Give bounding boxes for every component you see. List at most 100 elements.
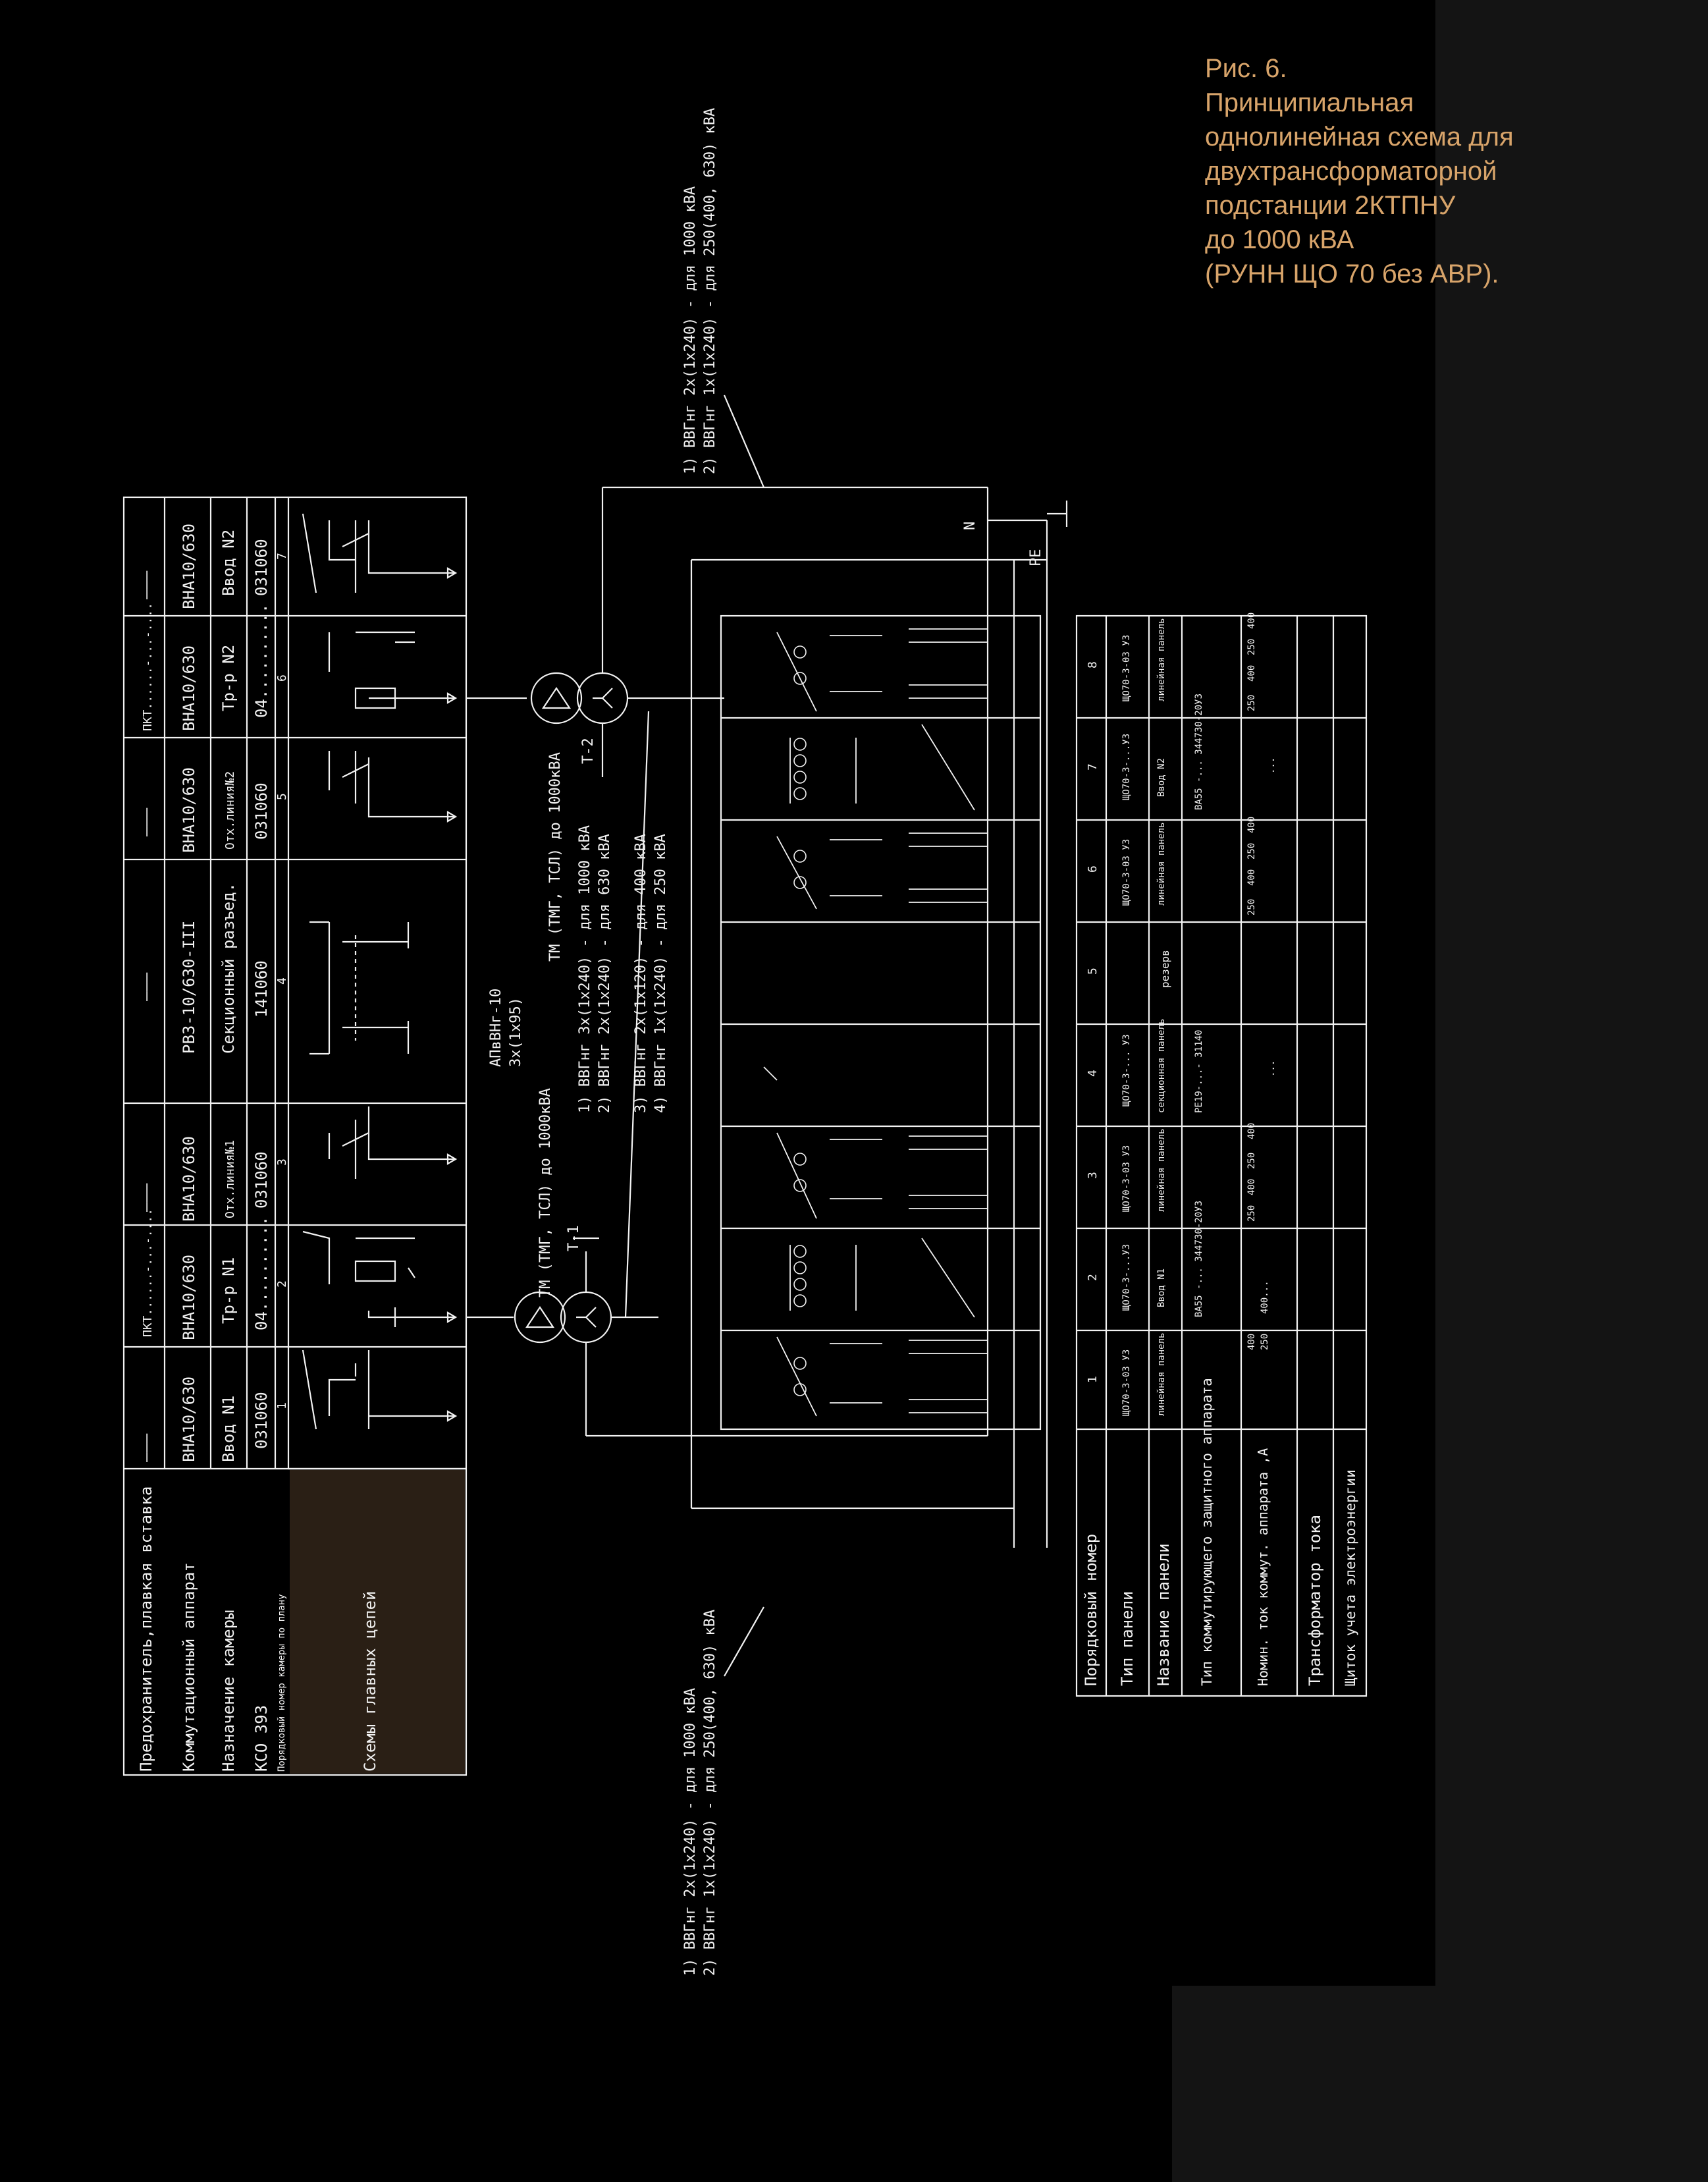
panel-num: 5 — [1086, 968, 1100, 975]
panel-type: ЩО70-3-03 УЗ — [1121, 1350, 1132, 1416]
panel-current: ... — [1266, 757, 1277, 774]
hv-cable-type: АПвВНг-10 — [488, 989, 504, 1067]
hv-cell-kso: 031060 — [252, 1392, 271, 1449]
panel-num: 8 — [1086, 661, 1100, 668]
hv-cell-fuse: ——— — [137, 972, 155, 1001]
hv-table-highlight — [290, 1470, 465, 1774]
hv-cell-kso: 031060 — [252, 539, 271, 596]
panel-current: 250 — [1246, 695, 1257, 711]
hv-cell-device: ВНА10/630 — [180, 1136, 198, 1222]
panel-num: 2 — [1086, 1274, 1100, 1281]
hv-row-label: Предохранитель,плавкая вставка — [137, 1486, 155, 1772]
hv-cell-fuse: ——— — [137, 807, 155, 836]
hv-cell-fuse: ПКТ......-...-.... — [141, 1209, 155, 1337]
hv-cell-device: ВНА10/630 — [180, 524, 198, 609]
t1-label: Т-1 — [566, 1225, 582, 1251]
caption-line: однолинейная схема для — [1205, 123, 1514, 151]
panel-current: 400 — [1246, 817, 1257, 833]
caption-line: Рис. 6. — [1205, 54, 1287, 83]
hv-cell-device: ВНА10/630 — [180, 1377, 198, 1462]
lv-row-label: Тип коммутирующего защитного аппарата — [1199, 1378, 1215, 1686]
transformer-t2-type: ТМ (ТМГ, ТСЛ) до 1000кВА — [547, 752, 564, 962]
hv-row-labels: Предохранитель,плавкая вставка Коммутаци… — [137, 1486, 379, 1772]
panel-current: ... — [1266, 1060, 1277, 1077]
hv-cells-text: ——— ВНА10/630 Ввод N1 031060 1 ПКТ......… — [137, 524, 289, 1462]
hv-cell-kso: 031060 — [252, 1151, 271, 1209]
n-label: N — [962, 522, 978, 530]
hv-cell-device: ВНА10/630 — [180, 1255, 198, 1340]
transformer-t1-type: ТМ (ТМГ, ТСЛ) до 1000кВА — [537, 1088, 554, 1297]
panel-num: 7 — [1086, 763, 1100, 771]
panel-current: 400 — [1246, 665, 1257, 682]
panel-name: Ввод N2 — [1156, 758, 1167, 797]
panel-name: резерв — [1159, 950, 1171, 988]
panel-current: 250 — [1246, 1153, 1257, 1169]
lv-row-label: Номин. ток коммут. аппарата ,А — [1255, 1448, 1271, 1686]
cable-note: 1) ВВГнг 2х(1х240) - для 1000 кВА — [682, 186, 699, 474]
hv-cell-purpose: Ввод N1 — [219, 1396, 238, 1462]
hv-cell-device: ВНА10/630 — [180, 645, 198, 731]
hv-cell-num: 6 — [275, 674, 289, 682]
panel-type: ЩО70-3-...УЗ — [1121, 734, 1132, 800]
panel-current: 250 — [1260, 1334, 1270, 1350]
panel-device: ВА55 -... 344730-20УЗ — [1194, 1201, 1204, 1317]
panel-current: 250 — [1246, 1205, 1257, 1222]
panel-current: 400 — [1246, 1334, 1257, 1350]
panel-current: 250 — [1246, 843, 1257, 859]
single-line-diagram: Предохранитель,плавкая вставка Коммутаци… — [122, 108, 1368, 1976]
hv-cell-schematics — [302, 513, 458, 1430]
figure-caption: Рис. 6. Принципиальная однолинейная схем… — [1205, 51, 1574, 291]
panel-name: линейная панель — [1156, 823, 1167, 906]
hv-cell-purpose: Тр-р N1 — [219, 1257, 238, 1324]
hv-cell-kso: 141060 — [252, 960, 271, 1018]
lv-row-label: Трансформатор тока — [1306, 1515, 1324, 1686]
hv-cell-fuse: ПКТ......-...-.... — [141, 603, 155, 731]
panel-num: 4 — [1086, 1070, 1100, 1077]
lv-row-label: Щиток учета электроэнергии — [1343, 1469, 1358, 1686]
hv-cell-purpose: Отх.линия№2 — [223, 771, 237, 850]
panel-type: ЩО70-3-... УЗ — [1121, 1034, 1132, 1106]
hv-cell-num: 5 — [275, 793, 289, 800]
cable-note: 2) ВВГнг 1х(1х240) - для 250(400, 630) к… — [702, 108, 718, 474]
panel-name: линейная панель — [1156, 618, 1167, 701]
panel-current: 400 — [1246, 1179, 1257, 1195]
panel-device: РЕ19-...- 31140 — [1194, 1030, 1204, 1113]
t2-label: Т-2 — [580, 738, 597, 764]
cable-annotations: 1) ВВГнг 2х(1х240) - для 1000 кВА 2) ВВГ… — [488, 108, 1044, 1976]
panel-num: 6 — [1086, 865, 1100, 873]
hv-row-label: Схемы главных цепей — [361, 1591, 379, 1772]
lv-panels-text: 1 ЩО70-3-03 УЗ линейная панель 400 250 2… — [1086, 613, 1277, 1416]
mid-cable-note: 2) ВВГнг 2х(1х240) - для 630 кВА — [597, 834, 613, 1113]
hv-row-label: КСО 393 — [252, 1705, 271, 1772]
lv-row-label: Название панели — [1154, 1543, 1173, 1686]
hv-table-grid — [122, 496, 467, 1776]
drawing-background — [0, 0, 1435, 1986]
panel-type: ЩО70-3-03 УЗ — [1121, 1145, 1132, 1212]
mid-cable-note: 3) ВВГнг 2х(1х120) - для 400 кВА — [633, 834, 649, 1113]
panel-name: линейная панель — [1156, 1129, 1167, 1212]
cable-note: 1) ВВГнг 2х(1х240) - для 1000 кВА — [682, 1688, 699, 1976]
panel-type: ЩО70-3-03 УЗ — [1121, 635, 1132, 701]
hv-cell-num: 1 — [275, 1402, 289, 1409]
caption-line: Принципиальная — [1205, 88, 1414, 117]
hv-cell-num: 3 — [275, 1159, 289, 1166]
caption-line: до 1000 кВА — [1205, 225, 1354, 254]
panel-num: 3 — [1086, 1172, 1100, 1179]
panel-type: ЩО70-3-...УЗ — [1121, 1244, 1132, 1311]
hv-cell-kso: 031060 — [252, 782, 271, 840]
caption-line: (РУНН ЩО 70 без АВР). — [1205, 259, 1499, 288]
mid-cable-note: 4) ВВГнг 1х(1х240) - для 250 кВА — [653, 834, 669, 1113]
lv-row-label: Тип панели — [1118, 1591, 1136, 1687]
panel-current: 400 — [1246, 869, 1257, 886]
caption-line: двухтрансформаторной — [1205, 157, 1497, 186]
hv-cell-fuse: ——— — [137, 1183, 155, 1212]
hv-cell-device: ВНА10/630 — [180, 767, 198, 853]
lv-table-grid — [1075, 614, 1368, 1697]
hv-cell-device: РВЗ-10/630-III — [180, 921, 198, 1054]
panel-current: 400... — [1260, 1280, 1270, 1314]
hv-cell-fuse: ——— — [137, 1433, 155, 1462]
hv-cell-purpose: Отх.линия№1 — [223, 1140, 237, 1218]
hv-connections — [466, 395, 1068, 1677]
hv-cell-num: 2 — [275, 1280, 289, 1288]
panel-name: Ввод N1 — [1156, 1268, 1167, 1307]
